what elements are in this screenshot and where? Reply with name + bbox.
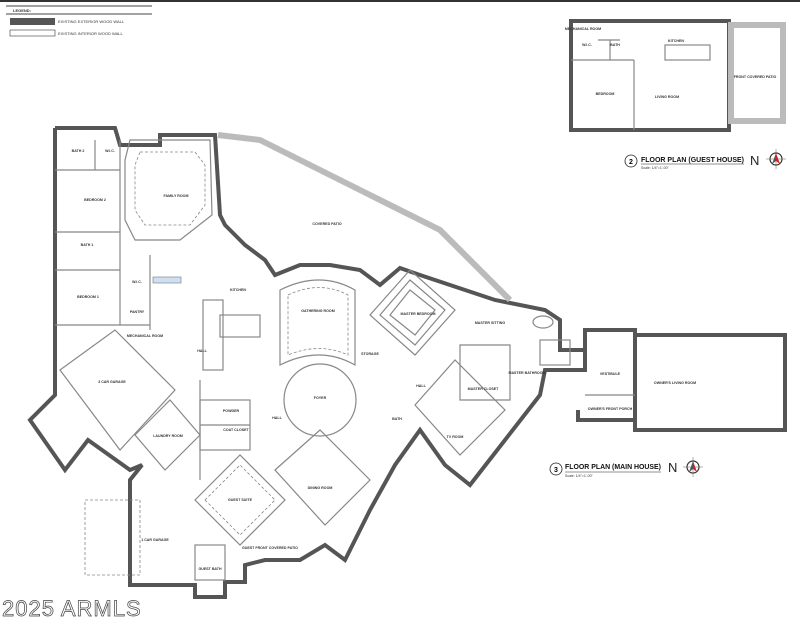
room-label: VESTIBULE xyxy=(600,372,621,376)
plan-scale: Scale: 1/4"=1'-00" xyxy=(641,166,670,170)
legend: LEGEND: EXISTING EXTERIOR WOOD WALL EXIS… xyxy=(6,5,152,37)
room-label: KITCHEN xyxy=(668,39,684,43)
room-label: COAT CLOSET xyxy=(223,428,249,432)
view-number: 3 xyxy=(554,467,558,474)
room-label: BEDROOM 1 xyxy=(77,295,99,299)
room-label: W.I.C. xyxy=(132,280,142,284)
room-label: TV ROOM xyxy=(447,435,464,439)
room-label: HALL xyxy=(272,416,282,420)
legend-swatch-interior xyxy=(9,29,56,37)
room-label: FAMILY ROOM xyxy=(164,194,189,198)
room-label: PANTRY xyxy=(130,310,145,314)
main-house-room-labels: BATH 2 W.I.C. BEDROOM 2 FAMILY ROOM COVE… xyxy=(72,149,696,571)
main-house-plan xyxy=(27,126,787,599)
guest-house-plan: MECHANICAL ROOM W.I.C. BATH KITCHEN BEDR… xyxy=(565,19,786,132)
room-label: BATH 2 xyxy=(72,149,85,153)
room-label: MASTER CLOSET xyxy=(468,387,500,391)
room-label: GUEST FRONT COVERED PATIO xyxy=(242,546,298,550)
room-label: FRONT COVERED PATIO xyxy=(734,75,777,79)
room-label: KITCHEN xyxy=(230,288,246,292)
room-label: FOYER xyxy=(314,396,327,400)
compass-icon xyxy=(683,457,703,477)
room-label: BATH 1 xyxy=(81,243,94,247)
room-label: OWNER'S FRONT PORCH xyxy=(588,407,633,411)
guest-house-title-block: 2 FLOOR PLAN (GUEST HOUSE) Scale: 1/4"=1… xyxy=(624,149,786,170)
room-label: COVERED PATIO xyxy=(312,222,341,226)
room-label: W.I.C. xyxy=(582,43,592,47)
bathtub xyxy=(532,315,554,329)
room-label: LIVING ROOM xyxy=(655,95,679,99)
view-number: 2 xyxy=(629,159,633,166)
north-label: N xyxy=(668,460,677,475)
room-label: MECHANICAL ROOM xyxy=(127,334,163,338)
room-label: W.I.C. xyxy=(105,149,115,153)
room-label: MASTER SITTING xyxy=(475,321,506,325)
legend-label-interior: EXISTING INTERIOR WOOD WALL xyxy=(58,31,124,36)
legend-label-exterior: EXISTING EXTERIOR WOOD WALL xyxy=(58,19,125,24)
room-label: MECHANICAL ROOM xyxy=(565,27,601,31)
room-label: BEDROOM xyxy=(596,92,615,96)
room-label: OWNER'S LIVING ROOM xyxy=(654,381,696,385)
room-label: LAUNDRY ROOM xyxy=(153,434,183,438)
plan-scale: Scale: 1/4"=1'-00" xyxy=(565,474,594,478)
room-label: HALL xyxy=(197,349,207,353)
plan-title: FLOOR PLAN (GUEST HOUSE) xyxy=(641,155,744,164)
legend-title: LEGEND: xyxy=(13,8,31,13)
room-label: BEDROOM 2 xyxy=(84,198,106,202)
north-label: N xyxy=(750,153,759,168)
legend-swatch-exterior xyxy=(10,18,55,25)
room-label: GUEST BATH xyxy=(198,567,221,571)
plan-title: FLOOR PLAN (MAIN HOUSE) xyxy=(565,462,661,471)
room-label: 1 CAR GARAGE xyxy=(141,538,169,542)
room-label: MASTER BATHROOM xyxy=(508,371,545,375)
room-label: BATH xyxy=(392,417,402,421)
room-label: HALL xyxy=(416,384,426,388)
compass-icon xyxy=(766,149,786,169)
room-label: STORAGE xyxy=(361,352,379,356)
room-label: POWDER xyxy=(223,409,240,413)
room-label: MASTER BEDROOM xyxy=(401,312,436,316)
room-label: BATH xyxy=(610,43,620,47)
room-label: GATHERING ROOM xyxy=(301,309,334,313)
main-house-title-block: 3 FLOOR PLAN (MAIN HOUSE) Scale: 1/4"=1'… xyxy=(549,457,703,478)
room-label: DINING ROOM xyxy=(308,486,333,490)
watermark: 2025 ARMLS xyxy=(2,596,142,621)
room-label: 3 CAR GARAGE xyxy=(98,380,126,384)
skylight xyxy=(152,276,182,284)
room-label: GUEST SUITE xyxy=(228,498,253,502)
